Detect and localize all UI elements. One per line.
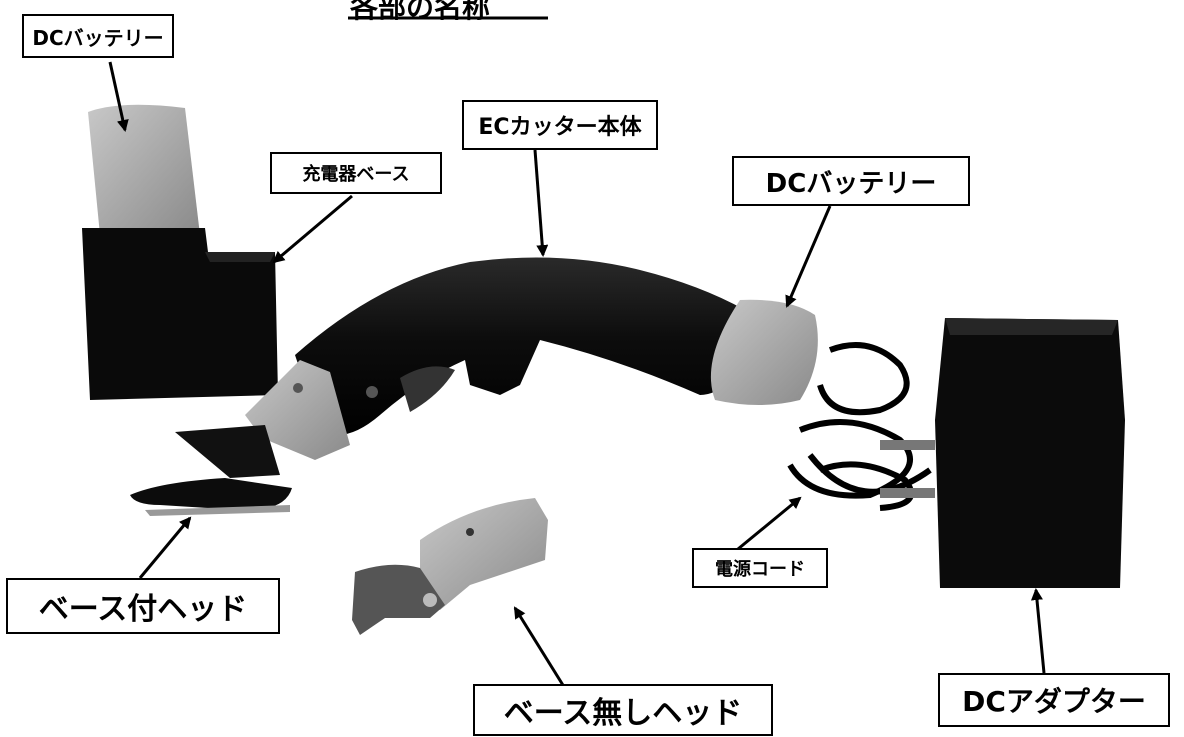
label-power-cord: 電源コード <box>692 548 828 588</box>
arrow-dc-battery-right <box>785 205 832 308</box>
arrow-ec-cutter-body <box>533 149 549 257</box>
page-title: 各部の名称 <box>350 0 491 24</box>
arrow-charger-base <box>272 194 353 264</box>
label-dc-battery-right: DCバッテリー <box>732 156 970 206</box>
dc-adapter-shape <box>880 318 1125 588</box>
label-head-with-base: ベース付ヘッド <box>6 578 280 634</box>
arrow-power-cord <box>737 496 802 551</box>
head-without-base-shape <box>352 498 548 635</box>
arrow-dc-battery-top <box>108 61 129 132</box>
arrow-head-with-base <box>138 516 192 579</box>
power-cord-shape <box>787 342 932 511</box>
label-dc-adapter: DCアダプター <box>938 673 1170 727</box>
charger-base-unit <box>82 104 278 400</box>
label-head-without-base: ベース無しヘッド <box>473 684 773 736</box>
ec-cutter-body-shape <box>245 257 818 460</box>
label-dc-battery-top: DCバッテリー <box>22 14 174 58</box>
label-ec-cutter-body: ECカッター本体 <box>462 100 658 150</box>
arrow-head-without-base <box>513 606 568 691</box>
arrow-dc-adapter <box>1030 588 1046 674</box>
head-with-base-shape <box>130 425 292 516</box>
label-charger-base: 充電器ベース <box>270 152 442 194</box>
